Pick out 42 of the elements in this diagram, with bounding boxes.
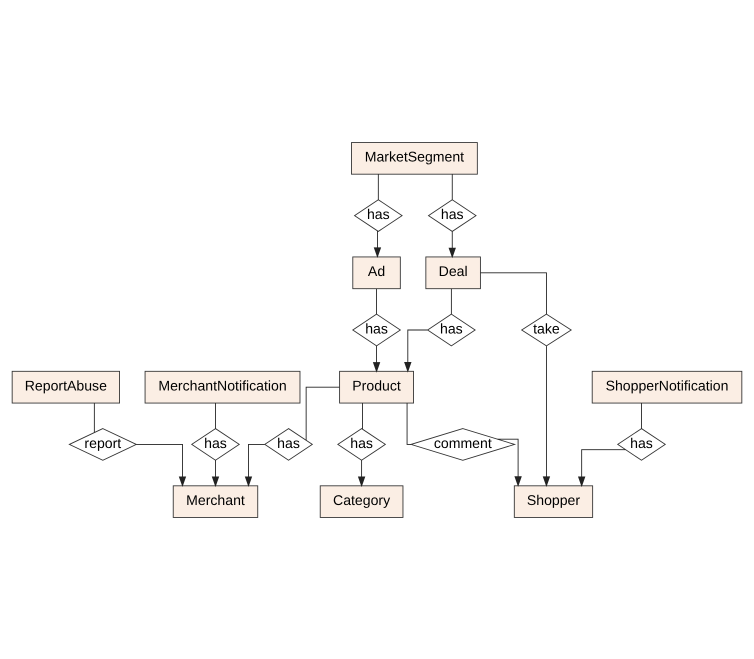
node-box: MarketSegment — [351, 142, 478, 174]
connector — [450, 288, 452, 314]
node-box: Merchant — [172, 484, 258, 518]
node-box: ShopperNotification — [592, 370, 742, 403]
connector — [480, 272, 547, 314]
arrow — [448, 230, 456, 258]
connector — [378, 173, 379, 200]
node-diamond: take — [520, 313, 572, 346]
node-box: Category — [320, 484, 404, 518]
connector — [94, 402, 95, 432]
connector — [452, 173, 453, 200]
arrow — [578, 448, 626, 487]
node-box: Deal — [425, 256, 481, 289]
node-diamond: has — [337, 428, 386, 460]
arrow — [374, 230, 382, 258]
arrow — [212, 459, 220, 487]
node-diamond: has — [616, 428, 666, 460]
connector — [306, 386, 340, 440]
node-box: MerchantNotification — [144, 370, 300, 403]
connector — [215, 402, 216, 428]
node-diamond: comment — [410, 428, 516, 460]
node-diamond: has — [428, 198, 477, 232]
node-diamond: report — [68, 428, 138, 460]
arrow — [244, 443, 265, 487]
node-box: Ad — [352, 256, 401, 289]
arrow — [358, 459, 366, 487]
node-diamond: has — [352, 313, 402, 346]
node-diamond: has — [426, 313, 476, 346]
node-diamond: has — [190, 428, 240, 460]
connector — [376, 288, 377, 314]
arrow — [542, 345, 550, 486]
arrow — [372, 345, 380, 372]
connector — [641, 402, 642, 428]
node-box: Shopper — [514, 484, 594, 518]
node-diamond: has — [354, 198, 403, 232]
node-box: Product — [339, 370, 414, 403]
arrow — [404, 329, 428, 372]
node-box: ReportAbuse — [12, 370, 120, 403]
arrow — [497, 438, 522, 486]
node-diamond: has — [264, 428, 314, 460]
arrow — [136, 443, 186, 487]
connector — [362, 402, 363, 429]
